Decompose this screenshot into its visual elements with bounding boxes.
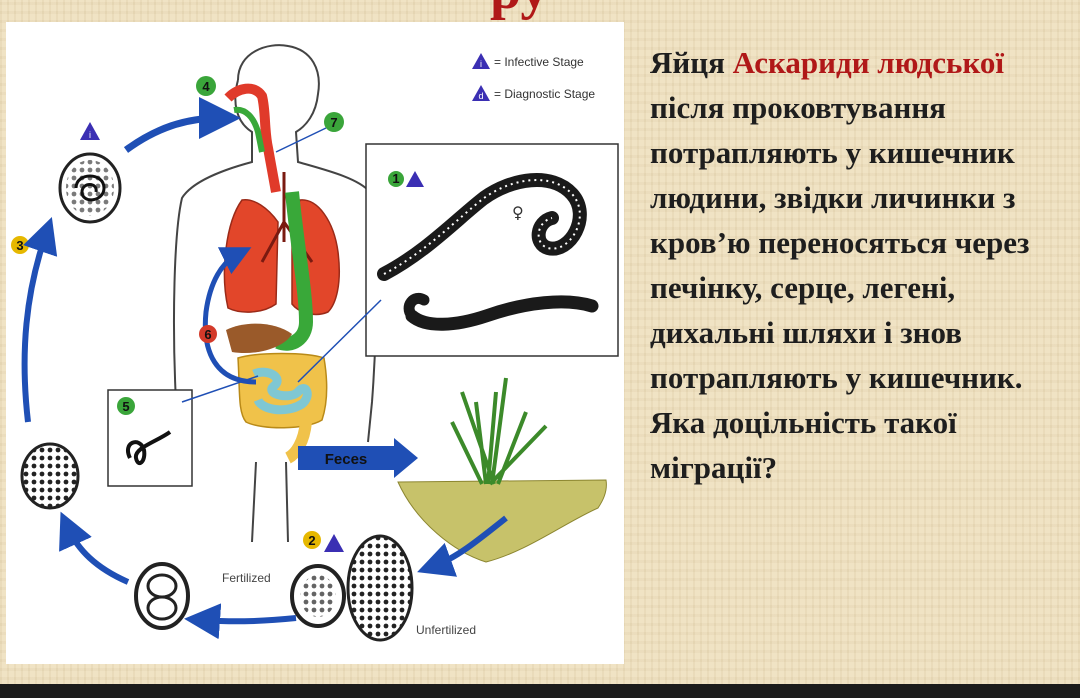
step-6-badge [199, 325, 217, 343]
step-1-badge [388, 171, 404, 187]
lifecycle-diagram-panel: i = Infective Stage d = Diagnostic Stage… [6, 22, 624, 664]
step-2-badge [303, 531, 321, 549]
step-7-badge [324, 112, 344, 132]
human-legs-outline [251, 461, 289, 543]
egg-shell-texture [66, 160, 114, 216]
step-6-number: 6 [204, 327, 211, 342]
feces-label: Feces [325, 451, 368, 468]
step-3-number: 3 [16, 238, 23, 253]
egg-larva [74, 174, 106, 202]
legend: i = Infective Stage d = Diagnostic Stage [472, 53, 595, 101]
step-4-number: 4 [202, 79, 210, 94]
unfertilized-egg [346, 534, 414, 642]
ingestion-arrow [123, 97, 241, 153]
step-5-number: 5 [122, 399, 129, 414]
worm-pointer-line [297, 299, 382, 383]
egg-cell-top [146, 573, 178, 599]
liver [226, 323, 292, 354]
question-part-2: після проковтування потрапляють у кишечн… [650, 90, 1030, 485]
infective-symbol: i [480, 59, 482, 69]
larval-migration-arrow [202, 247, 257, 385]
species-name-highlight: Аскариди людської [732, 45, 1005, 80]
egg-cell-bottom [146, 595, 178, 621]
stomach-green [275, 191, 314, 351]
worm-texture [383, 179, 581, 275]
fertilized-label: Fertilized [222, 571, 271, 585]
step-7-number: 7 [330, 115, 337, 130]
fertilized-to-cleavage-arrow [184, 603, 297, 640]
small-intestine [252, 367, 312, 415]
diagnostic-symbol: d [478, 91, 483, 101]
infective-stage-triangle [80, 122, 100, 140]
adult-worm-box [365, 143, 619, 357]
diagnostic-stage-icon [472, 85, 490, 101]
step-1-number: 1 [392, 171, 399, 186]
airway-red [224, 83, 281, 193]
egg-development-arrow [59, 511, 130, 585]
unfertilized-label: Unfertilized [416, 623, 476, 637]
step-1-diagnostic-icon [406, 171, 424, 187]
infective-stage-label: = Infective Stage [494, 55, 584, 69]
step-4-badge [196, 76, 216, 96]
question-part-1: Яйця [650, 45, 733, 80]
feces-arrow-body [298, 446, 394, 470]
bottom-bar [0, 684, 1080, 698]
soil-to-egg-arrow [417, 515, 508, 577]
large-intestine [237, 352, 328, 429]
male-tail-curl [403, 293, 430, 322]
question-text: Яйця Аскариди людської після проковтуван… [650, 40, 1070, 490]
grass [450, 377, 548, 486]
step-5-badge [117, 397, 135, 415]
embryonating-egg [20, 442, 80, 510]
ascaris-lifecycle-diagram: i = Infective Stage d = Diagnostic Stage… [11, 44, 619, 642]
fertilized-egg-inner [300, 575, 336, 617]
infective-triangle-symbol: i [89, 130, 91, 140]
step-2-diagnostic-icon [324, 534, 344, 552]
slide-title-fragment: ру [490, 0, 548, 18]
diagnostic-stage-label: = Diagnostic Stage [494, 87, 595, 101]
female-symbol: ♀ [512, 203, 524, 222]
embryonation-arrow-up [21, 216, 58, 423]
larva-worm [126, 430, 172, 466]
step-2-number: 2 [308, 533, 315, 548]
adult-worm-male [405, 295, 599, 331]
feces-arrow-head [394, 438, 418, 478]
step-7-pointer [275, 127, 327, 153]
infective-stage-icon [472, 53, 490, 69]
